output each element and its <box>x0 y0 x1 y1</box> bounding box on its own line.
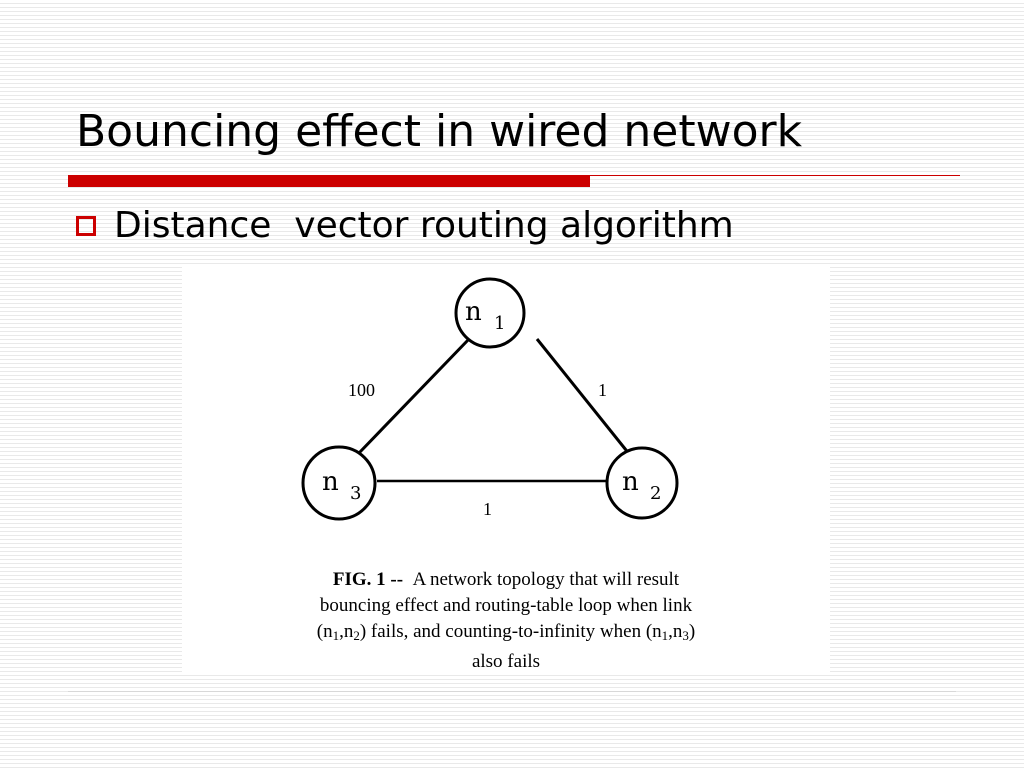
edge-n1-n3 <box>357 337 471 455</box>
node-n1: n 1 <box>454 277 526 349</box>
edge-n1-n2 <box>535 338 632 456</box>
square-bullet-icon <box>76 215 96 236</box>
caption-line-4: also fails <box>471 651 541 672</box>
edge-label-n3-n2: 1 <box>483 499 492 519</box>
title-underline-thin <box>590 175 960 176</box>
caption-l3-e: ) <box>688 621 696 642</box>
slide-title: Bouncing effect in wired network <box>76 106 803 157</box>
node-n3: n 3 <box>301 445 377 521</box>
caption-line-1: FIG. 1 -- A network topology that will r… <box>182 567 830 593</box>
caption-line-2: bouncing effect and routing-table loop w… <box>319 595 693 616</box>
caption-l3-sub3: 1 <box>661 628 669 643</box>
figure-caption: FIG. 1 -- A network topology that will r… <box>182 567 830 675</box>
caption-l3-b: ,n <box>339 621 354 642</box>
caption-l3-sub4: 3 <box>682 628 689 643</box>
footer-divider <box>68 691 956 692</box>
caption-l3-c: ) fails, and counting-to-infinity when (… <box>359 621 662 642</box>
node-n2-letter: n <box>622 467 639 497</box>
node-n1-subscript: 1 <box>494 313 505 334</box>
node-n2-subscript: 2 <box>650 483 661 504</box>
caption-l3-sub2: 2 <box>353 628 360 643</box>
bullet-item: Distance vector routing algorithm <box>76 206 734 246</box>
edge-label-n1-n3: 100 <box>348 380 375 400</box>
caption-l3-a: (n <box>316 621 333 642</box>
node-n2: n 2 <box>605 446 679 520</box>
caption-l3-sub1: 1 <box>332 628 340 643</box>
caption-line-1-text: A network topology that will result <box>412 569 680 590</box>
node-n1-letter: n <box>465 297 482 327</box>
node-n3-letter: n <box>322 467 339 497</box>
node-n3-subscript: 3 <box>350 483 361 504</box>
caption-l3-d: ,n <box>668 621 683 642</box>
title-underline-thick <box>68 175 590 187</box>
network-topology-figure: n 1 n 2 n 3 100 1 1 FIG. 1 -- A network … <box>182 265 830 673</box>
network-diagram: n 1 n 2 n 3 100 1 1 <box>301 277 679 521</box>
caption-fig-label: FIG. 1 -- <box>332 569 404 590</box>
bullet-text: Distance vector routing algorithm <box>114 205 734 246</box>
edge-label-n1-n2: 1 <box>598 380 607 400</box>
caption-line-3: (n1,n2) fails, and counting-to-infinity … <box>182 619 830 649</box>
